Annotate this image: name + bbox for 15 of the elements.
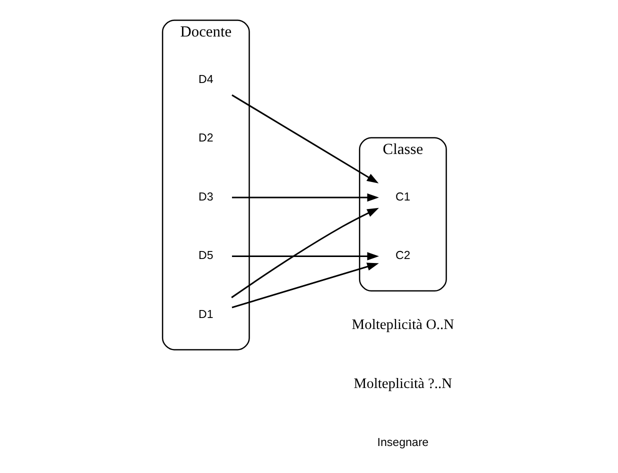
node-text: C1 xyxy=(396,191,410,204)
node-text: D3 xyxy=(198,191,214,204)
label: Insegnare xyxy=(377,437,429,450)
node-text: D1 xyxy=(198,309,214,322)
arrow xyxy=(232,252,379,260)
arrow xyxy=(232,193,379,202)
node-text: D4 xyxy=(198,74,214,86)
arrow xyxy=(232,94,379,184)
label: Molteplicità O..N xyxy=(352,316,454,333)
arrow xyxy=(232,262,379,308)
label: Molteplicità ?..N xyxy=(354,376,452,392)
node-text: D2 xyxy=(198,132,214,145)
node-text: C2 xyxy=(396,250,410,262)
node-text: D5 xyxy=(198,250,214,262)
arrow xyxy=(231,208,379,298)
